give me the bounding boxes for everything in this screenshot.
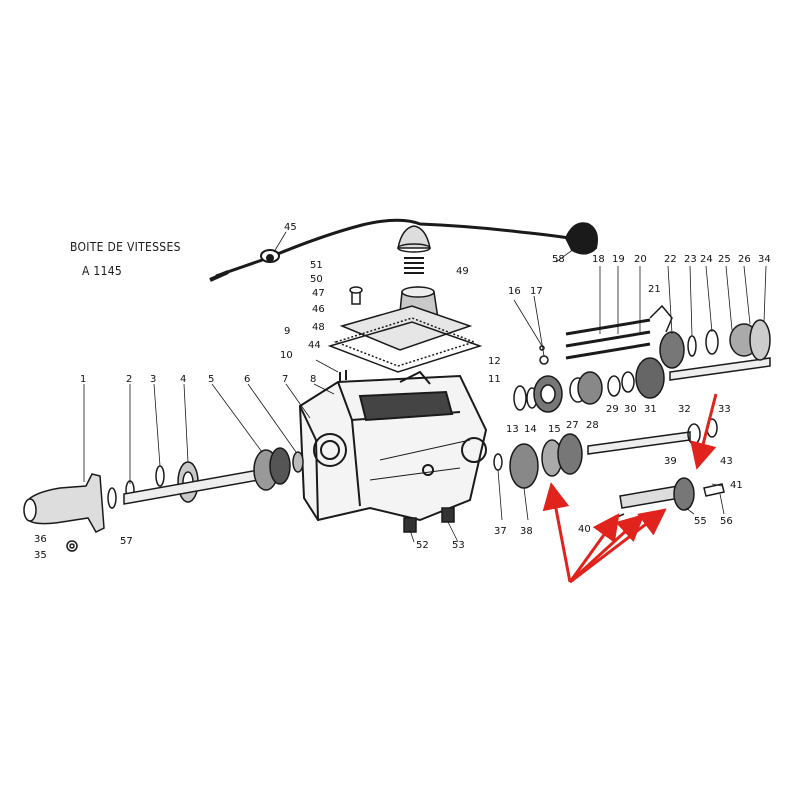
callout-17: 17: [530, 286, 543, 297]
callout-55: 55: [694, 516, 707, 527]
callout-38: 38: [520, 526, 533, 537]
callout-2: 2: [126, 374, 132, 385]
red-arrow-5: [690, 393, 718, 470]
callout-20: 20: [634, 254, 647, 265]
pins: [339, 370, 347, 382]
shift-boot: [397, 225, 431, 274]
callout-29: 29: [606, 404, 619, 415]
callout-50: 50: [310, 274, 323, 285]
callout-7: 7: [282, 374, 288, 385]
highlight-arrows: [542, 393, 718, 584]
callout-32: 32: [678, 404, 691, 415]
callout-35: 35: [34, 550, 47, 561]
callout-57: 57: [120, 536, 133, 547]
callout-33: 33: [718, 404, 731, 415]
red-arrow-2: [568, 513, 620, 583]
leader-lines: [83, 231, 767, 543]
callout-12: 12: [488, 356, 501, 367]
callout-31: 31: [644, 404, 657, 415]
layshaft-cluster: [493, 418, 718, 489]
callout-4: 4: [180, 374, 186, 385]
callout-28: 28: [586, 420, 599, 431]
callout-labels: 1 2 3 4 5 6 7 8 9 10 11 12 13 14 15 16 1…: [34, 222, 771, 561]
callout-40: 40: [578, 524, 591, 535]
nut-washer: [66, 540, 78, 552]
callout-16: 16: [508, 286, 521, 297]
callout-58: 58: [552, 254, 565, 265]
callout-5: 5: [208, 374, 214, 385]
callout-14: 14: [524, 424, 537, 435]
callout-8: 8: [310, 374, 316, 385]
callout-43: 43: [720, 456, 733, 467]
callout-49: 49: [456, 266, 469, 277]
input-shaft-assembly: [23, 447, 304, 533]
callout-24: 24: [700, 254, 713, 265]
callout-53: 53: [452, 540, 465, 551]
callout-10: 10: [280, 350, 293, 361]
callout-51: 51: [310, 260, 323, 271]
callout-21: 21: [648, 284, 661, 295]
callout-44: 44: [308, 340, 321, 351]
callout-22: 22: [664, 254, 677, 265]
callout-30: 30: [624, 404, 637, 415]
callout-48: 48: [312, 322, 325, 333]
callout-11: 11: [488, 374, 501, 385]
callout-37: 37: [494, 526, 507, 537]
callout-56: 56: [720, 516, 733, 527]
drain-plugs: [403, 507, 455, 533]
callout-3: 3: [150, 374, 156, 385]
callout-36: 36: [34, 534, 47, 545]
callout-34: 34: [758, 254, 771, 265]
top-cover: [327, 286, 483, 373]
callout-19: 19: [612, 254, 625, 265]
gearbox-casing: [298, 370, 488, 522]
callout-46: 46: [312, 304, 325, 315]
red-arrow-4: [569, 508, 667, 584]
callout-23: 23: [684, 254, 697, 265]
callout-25: 25: [718, 254, 731, 265]
diagram-title: BOITE DE VITESSES: [70, 240, 181, 254]
callout-13: 13: [506, 424, 519, 435]
callout-6: 6: [244, 374, 250, 385]
callout-9: 9: [284, 326, 290, 337]
callout-47: 47: [312, 288, 325, 299]
callout-26: 26: [738, 254, 751, 265]
gear-lever: [209, 218, 598, 282]
reverse-idler: [609, 477, 725, 521]
callout-52: 52: [416, 540, 429, 551]
callout-45: 45: [284, 222, 297, 233]
callout-39: 39: [664, 456, 677, 467]
mainshaft-assembly: [513, 304, 771, 413]
callout-1: 1: [80, 374, 86, 385]
callout-27: 27: [566, 420, 579, 431]
diagram-reference: A 1145: [82, 264, 123, 278]
red-arrow-1: [542, 482, 572, 583]
callout-18: 18: [592, 254, 605, 265]
callout-41: 41: [730, 480, 743, 491]
callout-15: 15: [548, 424, 561, 435]
